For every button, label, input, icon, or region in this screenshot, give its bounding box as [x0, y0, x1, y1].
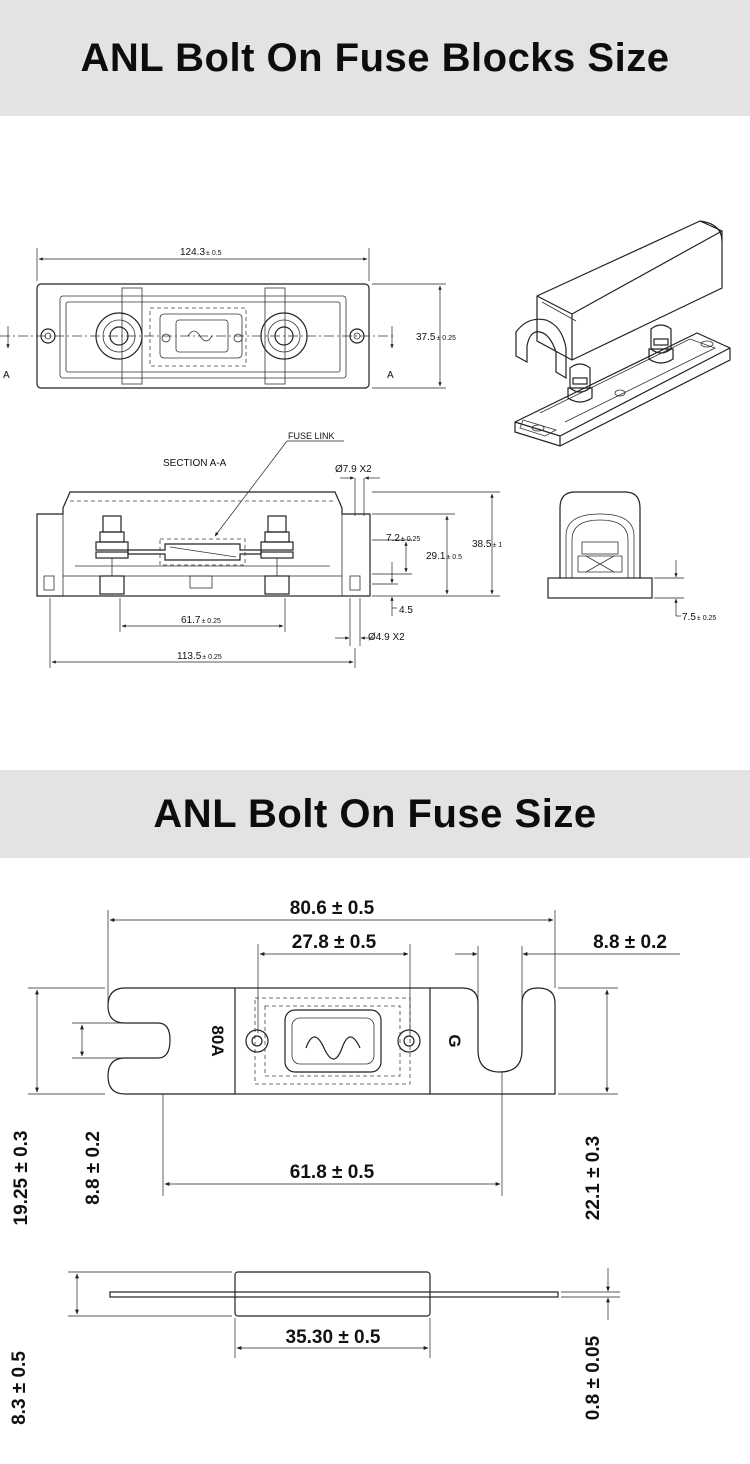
dim-outer-height: 19.25 ± 0.3 — [11, 1131, 32, 1226]
fuse-link-label: FUSE LINK — [288, 431, 335, 441]
dim-body-length: 35.30 ± 0.5 — [286, 1327, 381, 1348]
dim-blade-thickness: 0.8 ± 0.05 — [583, 1335, 604, 1420]
dim-base-length: 113.5± 0.25 — [177, 651, 222, 662]
block-isometric-view — [514, 220, 731, 447]
section-label: SECTION A-A — [163, 458, 227, 469]
dim-thickness: 8.3 ± 0.5 — [9, 1351, 30, 1425]
dim-length-main: 124.3± 0.5 — [180, 247, 222, 258]
dim-hole-spacing: 61.8 ± 0.5 — [290, 1162, 375, 1183]
fuse-drawings: 80A G 80.6 ± 0.5 27.8 ± 0.5 8.8 ± 0.2 19… — [9, 898, 680, 1425]
fuse-top-view — [107, 987, 556, 1095]
fuse-section-banner: ANL Bolt On Fuse Size — [0, 770, 750, 858]
fuse-block-drawings: A A 124.3± 0.5 37.5± 0.25 SECTIO — [0, 220, 731, 668]
block-side-view — [547, 491, 653, 599]
dim-overall-length: 80.6 ± 0.5 — [290, 898, 375, 919]
blocks-section-banner: ANL Bolt On Fuse Blocks Size — [0, 0, 750, 116]
fuse-brand-mark: G — [445, 1034, 464, 1047]
fuse-side-view — [109, 1271, 559, 1317]
dim-stud-spacing: 61.7± 0.25 — [181, 615, 221, 626]
blocks-section-title: ANL Bolt On Fuse Blocks Size — [80, 35, 670, 80]
dim-body-inner: 27.8 ± 0.5 — [292, 932, 377, 953]
dim-width: 37.5± 0.25 — [416, 332, 456, 343]
dim-hole-top: Ø7.9 X2 — [335, 464, 372, 475]
block-top-view — [0, 283, 395, 389]
dim-slot-height: 8.8 ± 0.2 — [83, 1131, 104, 1205]
fuse-section-title: ANL Bolt On Fuse Size — [153, 791, 597, 836]
dim-inner-height: 7.2± 0.25 — [386, 533, 420, 544]
dim-hole-bottom: Ø4.9 X2 — [368, 632, 405, 643]
dim-base-thickness: 4.5 — [399, 605, 413, 616]
dim-total-height: 38.5± 1 — [472, 539, 502, 550]
dim-mid-height: 29.1± 0.5 — [426, 551, 462, 562]
dim-slot-width: 8.8 ± 0.2 — [593, 932, 667, 953]
dim-side-base: 7.5± 0.25 — [682, 612, 716, 623]
fuse-rating-mark: 80A — [208, 1025, 227, 1056]
section-mark-left: A — [3, 370, 10, 381]
block-section-view — [36, 491, 371, 597]
section-mark-right: A — [387, 370, 394, 381]
dim-body-height: 22.1 ± 0.3 — [583, 1136, 604, 1220]
